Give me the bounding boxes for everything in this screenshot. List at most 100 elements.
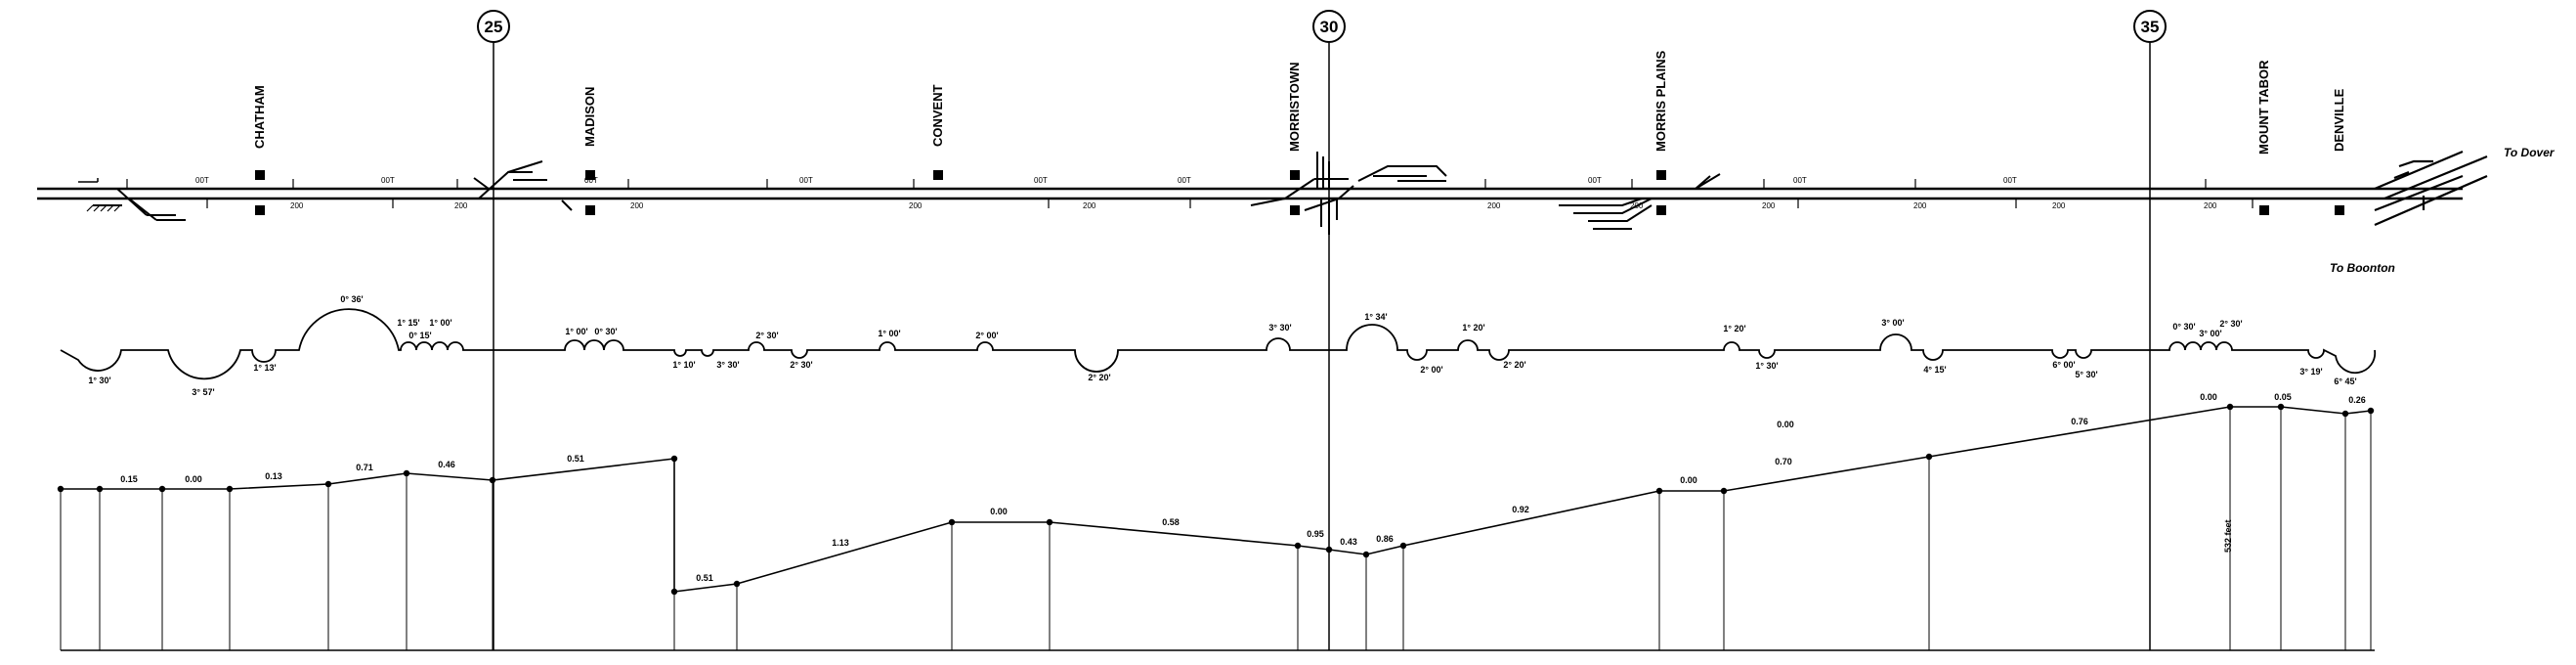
curve-label: 2° 00' [1420,365,1442,375]
curve-label: 1° 00' [565,327,587,336]
grade-label: 0.00 [2200,392,2217,402]
curve-label: 4° 15' [1923,365,1946,375]
profile-point [2226,403,2234,411]
signal-label: 200 [2204,201,2217,210]
profile-point [1655,487,1663,495]
signal-label: 00T [381,176,395,185]
signal-label: 00T [1793,176,1807,185]
station-marker-denville [2335,205,2344,215]
signal-label: 200 [1913,201,1927,210]
profile-diagram: 0.15 0.00 0.13 0.71 0.46 0.51 0.51 1.13 0.00 0.58… [57,392,2375,651]
milepost-circle-25 [477,10,510,43]
station-marker-morris-plains-bottom [1656,205,1666,215]
station-markers [255,170,2344,215]
signal-label: 00T [2003,176,2017,185]
milepost-label-25: 25 [485,18,503,36]
grade-label: 0.15 [120,474,138,484]
curve-label: 1° 10' [672,360,695,370]
grade-label: 0.92 [1512,505,1529,514]
signal-label: 200 [1630,201,1644,210]
signal-label: 00T [799,176,813,185]
profile-point [324,480,332,488]
profile-points [57,403,2375,596]
grade-label: 0.26 [2348,395,2366,405]
profile-point [1720,487,1728,495]
curve-label: 2° 30' [755,331,778,340]
curve-label: 2° 20' [1503,360,1525,370]
signal-label: 200 [454,201,468,210]
profile-point [670,455,678,463]
grade-label: 0.46 [438,460,455,469]
station-marker-morristown-bottom [1290,205,1300,215]
grade-label: 1.13 [832,538,849,548]
curve-label: 3° 00' [2199,329,2221,338]
stub-left [78,178,99,183]
profile-verticals [60,407,2372,650]
turnout-madison [478,160,573,211]
stub-madison [473,177,490,190]
yard-morris-plains [1559,173,1721,230]
curve-label: 0° 30' [594,327,617,336]
curve-label: 1° 00' [429,318,451,328]
profile-point [57,485,64,493]
station-marker-morris-plains-top [1656,170,1666,180]
station-label-madison: MADISON [582,87,597,147]
direction-label-to-dover: To Dover [2504,146,2555,159]
curve-label: 1° 30' [1755,361,1778,371]
curve-label: 6° 45' [2334,377,2356,386]
grade-label: 0.71 [356,463,373,472]
station-label-morris-plains: MORRIS PLAINS [1653,50,1668,152]
elevation-note: 532 feet [2223,519,2233,553]
curve-label: 3° 30' [1268,323,1291,332]
grade-label: 0.70 [1775,457,1792,466]
curvature-diagram [60,308,2377,380]
curve-label: 3° 00' [1881,318,1904,328]
signal-label: 00T [1588,176,1602,185]
curve-label: 3° 30' [716,360,739,370]
curvature-labels: 1° 30'3° 57'1° 13'0° 36'1° 15'1° 00'0° 1… [88,294,2356,397]
turnout-left [116,188,186,221]
signal-label: 200 [1762,201,1776,210]
milepost-circle-35 [2133,10,2167,43]
station-marker-chatham-bottom [255,205,265,215]
curve-label: 1° 13' [253,363,276,373]
profile-point [1294,542,1302,550]
profile-point [1925,453,1933,461]
signal-label: 200 [2052,201,2066,210]
signal-label: 200 [1083,201,1096,210]
grade-label: 0.51 [696,573,713,583]
grade-label: 0.00 [1680,475,1697,485]
profile-point [1399,542,1407,550]
milepost-label-30: 30 [1320,18,1339,36]
curve-label: 3° 19' [2299,367,2322,377]
profile-point [1325,546,1333,554]
station-label-morristown: MORRISTOWN [1287,63,1302,152]
grade-label: 0.51 [567,454,584,464]
profile-point [733,580,741,588]
signal-label: 00T [195,176,209,185]
yard-morristown [1250,152,1447,235]
profile-point [948,518,956,526]
profile-point [489,476,496,484]
profile-point [96,485,104,493]
profile-point [1362,551,1370,558]
station-marker-madison-bottom [585,205,595,215]
grade-label: 0.13 [265,471,282,481]
grade-labels: 0.15 0.00 0.13 0.71 0.46 0.51 0.51 1.13 0.00 0.58… [120,392,2366,583]
profile-point [2277,403,2285,411]
curve-label: 1° 34' [1364,312,1387,322]
curve-label: 1° 20' [1723,324,1745,333]
profile-point [226,485,234,493]
station-labels: CHATHAM MADISON CONVENT MORRISTOWN MORRI… [252,50,2346,155]
profile-point [1046,518,1053,526]
signal-labels: 00T 200 00T 200 00T 200 00T 200 00T 200 … [195,176,2217,210]
station-marker-convent [933,170,943,180]
grade-label: 0.58 [1162,517,1180,527]
curve-label: 6° 00' [2052,360,2075,370]
milepost-circle-30 [1312,10,1346,43]
milepost-markers: 25 30 35 [477,10,2167,650]
signal-label: 200 [290,201,304,210]
curve-label: 1° 00' [878,329,900,338]
profile-point [670,588,678,596]
station-marker-morristown-top [1290,170,1300,180]
